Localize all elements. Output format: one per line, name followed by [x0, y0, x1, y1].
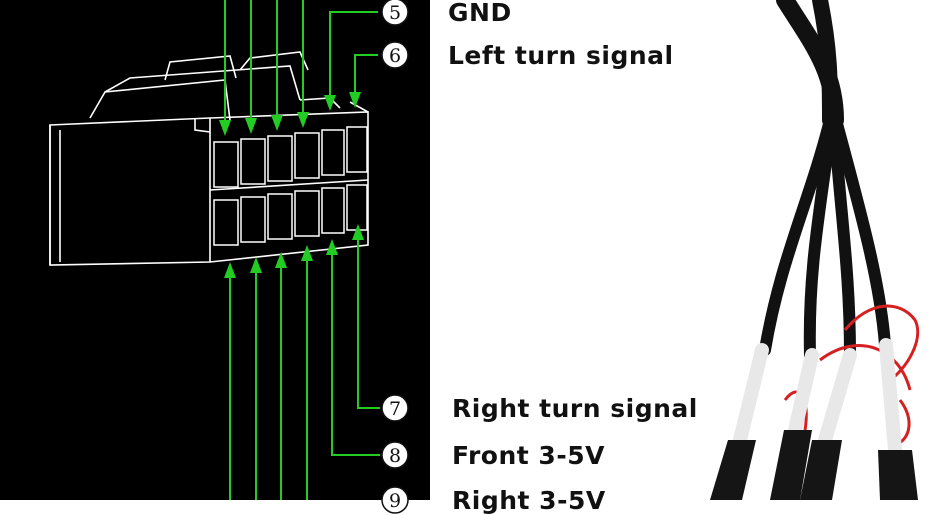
pin-8-marker: 8 [381, 441, 409, 469]
pin-9-label: Right 3-5V [452, 486, 606, 515]
pin-8-number: 8 [389, 445, 401, 467]
pin-5-label: GND [448, 0, 512, 27]
cable-bundle [759, 0, 891, 361]
pin-6-marker: 6 [381, 41, 409, 69]
connector-plugs [710, 430, 918, 500]
pin-number-circles: 5 6 7 8 9 [381, 0, 409, 514]
pin-8-label: Front 3-5V [452, 441, 605, 470]
pin-7-label: Right turn signal [452, 394, 698, 423]
pin-9-marker: 9 [381, 486, 409, 514]
connector-diagram: 5 6 7 8 9 [0, 0, 430, 514]
pin-7-number: 7 [389, 398, 401, 420]
pin-6-label: Left turn signal [448, 41, 674, 70]
white-sleeves [733, 338, 902, 457]
pin-9-number: 9 [389, 490, 401, 512]
pin-row-top [213, 126, 368, 188]
pin-5-marker: 5 [381, 0, 409, 26]
pin-row-bottom [213, 184, 368, 246]
top-pin-leads [224, 0, 378, 120]
cable-photo [700, 0, 950, 500]
pin-labels: GND Left turn signal Right turn signal F… [430, 0, 750, 515]
bottom-arrowheads [224, 224, 364, 278]
pin-7-marker: 7 [381, 394, 409, 422]
connector-pinout-drawing: 5 6 7 8 9 [49, 0, 409, 514]
connector-body [49, 51, 369, 266]
pin-6-number: 6 [389, 45, 401, 67]
pin-5-number: 5 [389, 2, 401, 24]
bottom-pin-leads [229, 240, 380, 500]
wire-harness-illustration [710, 0, 920, 500]
top-arrowheads [219, 92, 361, 136]
